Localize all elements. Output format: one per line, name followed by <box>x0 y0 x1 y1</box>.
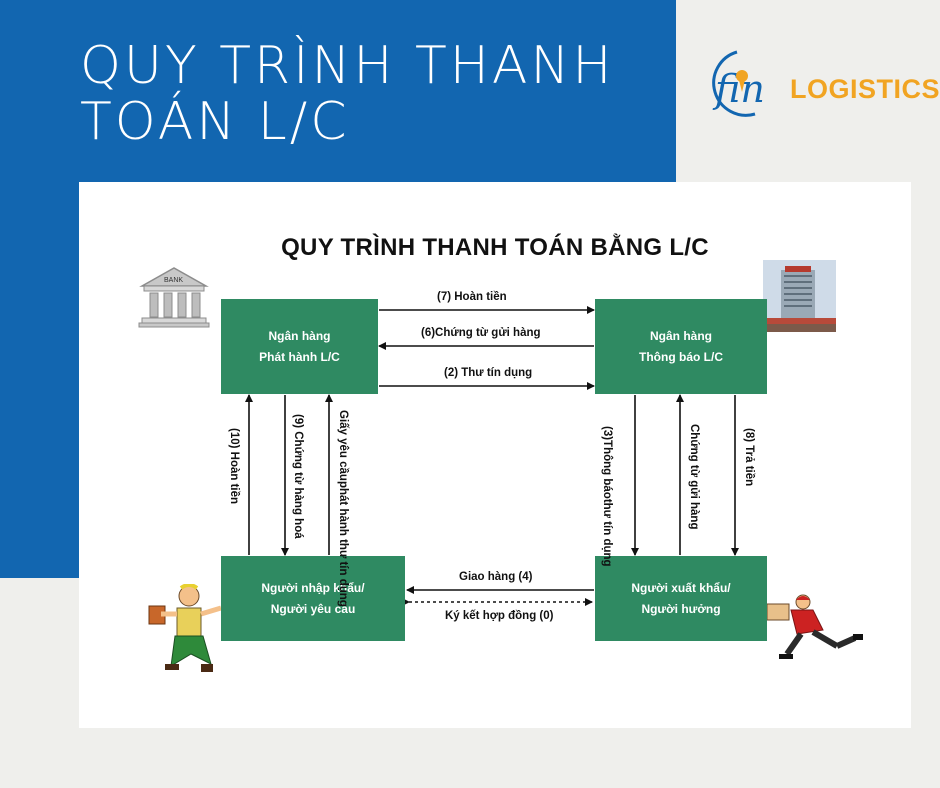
edge-label-3-line-2: thư tín dụng <box>601 498 613 567</box>
importer-person-icon <box>148 584 222 672</box>
node-label-line-2: Thông báo L/C <box>639 349 723 364</box>
bank-icon: BANK <box>138 267 210 328</box>
node-label-line-1: Ngân hàng <box>268 328 331 343</box>
node-issuing-bank: Ngân hàng Phát hành L/C <box>221 299 378 394</box>
edge-label-3: (3)Thông báothư tín dụng <box>599 426 614 567</box>
edge-label-10: (10) Hoàn tiền <box>228 428 240 505</box>
node-importer: Người nhập khẩu/ Người yêu cầu <box>221 556 405 641</box>
edge-label-6: (6)Chứng từ gửi hàng <box>421 327 541 339</box>
edge-label-1: Giấy yêu cầuphát hành thư tín dụng <box>335 410 350 607</box>
bank-icon-label: BANK <box>164 277 183 284</box>
page-title: QUY TRÌNH THANH TOÁN L/C <box>80 38 670 150</box>
edge-label-8: (8) Trả tiền <box>743 428 755 487</box>
edge-label-4: Giao hàng (4) <box>459 571 533 583</box>
flow-arrows <box>245 306 739 606</box>
node-label-line-2: Người yêu cầu <box>270 601 356 616</box>
edge-label-9: (9) Chứng từ hàng hoá <box>292 414 304 539</box>
fin-logistics-logo: fin <box>712 50 765 117</box>
edge-label-1-line-2: phát hành thư tín dụng <box>337 480 349 607</box>
logo-text: LOGISTICS <box>790 74 940 104</box>
page-title-line-2: TOÁN L/C <box>80 92 350 152</box>
edge-label-1-line-1: Giấy yêu cầu <box>337 410 349 481</box>
edge-label-7: (7) Hoàn tiền <box>437 291 507 303</box>
office-building-icon <box>763 260 836 332</box>
edge-label-2: (2) Thư tín dụng <box>444 367 533 379</box>
node-advising-bank: Ngân hàng Thông báo L/C <box>595 299 767 394</box>
diagram-title: QUY TRÌNH THANH TOÁN BẰNG L/C <box>281 234 709 261</box>
diagram-card: QUY TRÌNH THANH TOÁN BẰNG L/C BANK <box>79 182 911 728</box>
node-label-line-1: Ngân hàng <box>650 328 712 343</box>
node-label-line-2: Phát hành L/C <box>259 349 340 364</box>
edge-label-5: Chứng từ gửi hàng <box>688 424 700 530</box>
node-exporter: Người xuất khẩu/ Người hưởng <box>595 556 767 641</box>
edge-label-0: Ký kết hợp đồng (0) <box>445 610 554 622</box>
node-label-line-2: Người hưởng <box>641 601 721 616</box>
node-label-line-1: Người xuất khẩu/ <box>631 580 731 595</box>
edge-label-3-line-1: (3)Thông báo <box>601 426 613 499</box>
courier-person-icon <box>767 594 863 659</box>
node-label-line-1: Người nhập khẩu/ <box>261 580 365 595</box>
page-title-line-1: QUY TRÌNH THANH <box>80 36 615 96</box>
